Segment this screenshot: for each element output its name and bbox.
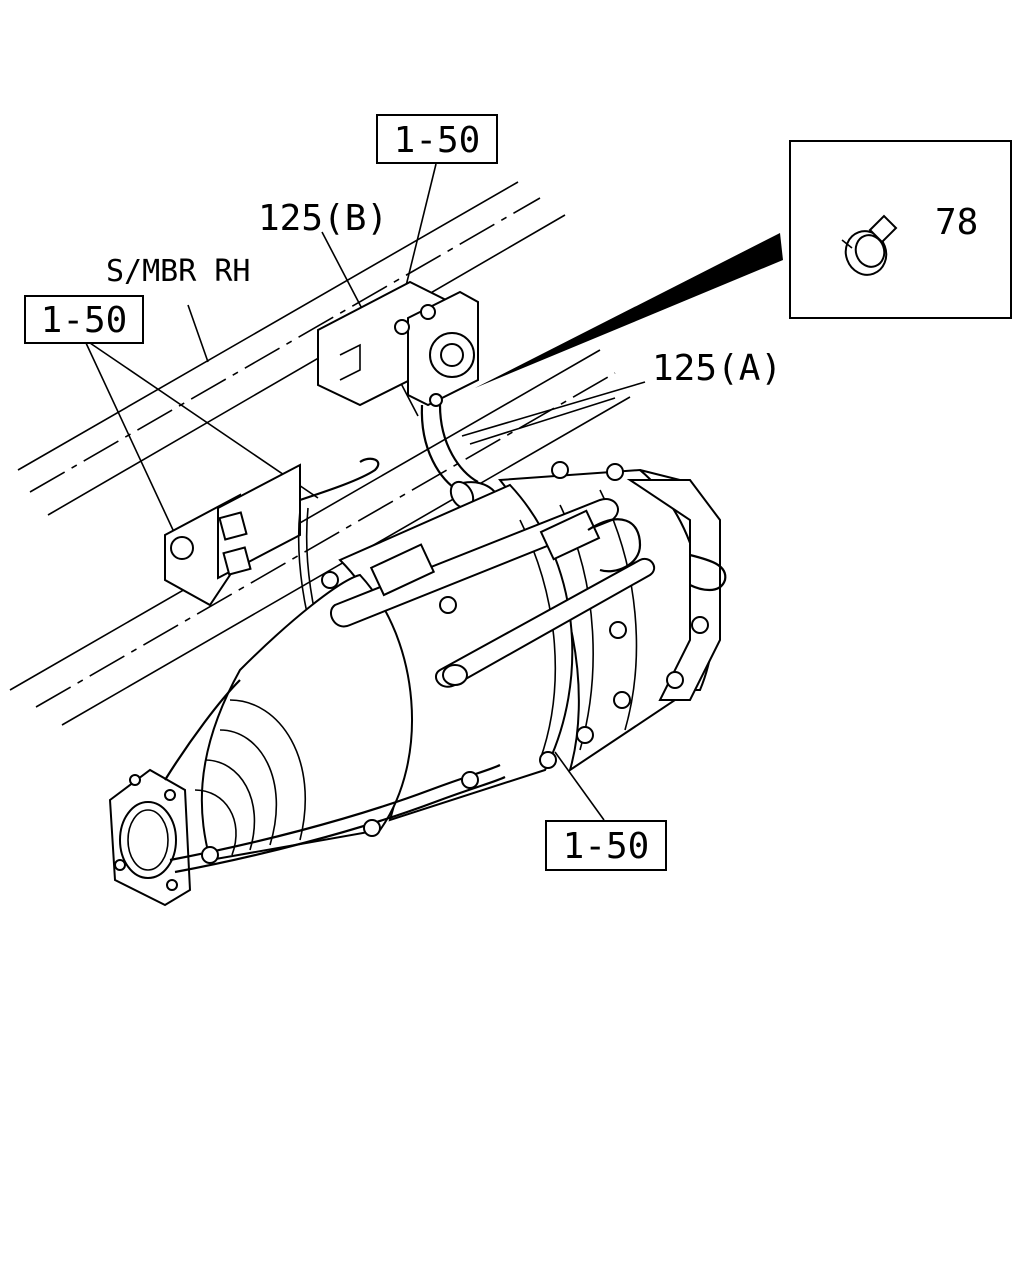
part-78-label: 78 (935, 202, 978, 243)
hose-clamp-icon (841, 214, 898, 276)
ref-top-label: 1-50 (394, 120, 481, 161)
callout-ref-left: 1-50 (24, 295, 144, 344)
part-125a-label: 125(A) (652, 348, 782, 389)
upper-bracket (317, 280, 479, 407)
left-bracket (164, 457, 380, 726)
ref-bottom-label: 1-50 (563, 826, 650, 867)
ref-left-label: 1-50 (41, 300, 128, 341)
callout-ref-bottom: 1-50 (545, 820, 667, 871)
member-label: S/MBR RH (106, 254, 251, 289)
dpf-assembly (108, 461, 727, 907)
detail-inset: 78 (789, 140, 1012, 319)
callout-ref-top: 1-50 (376, 114, 498, 164)
detail-pointer-wedge (475, 233, 783, 388)
part-125b-label: 125(B) (258, 198, 388, 239)
